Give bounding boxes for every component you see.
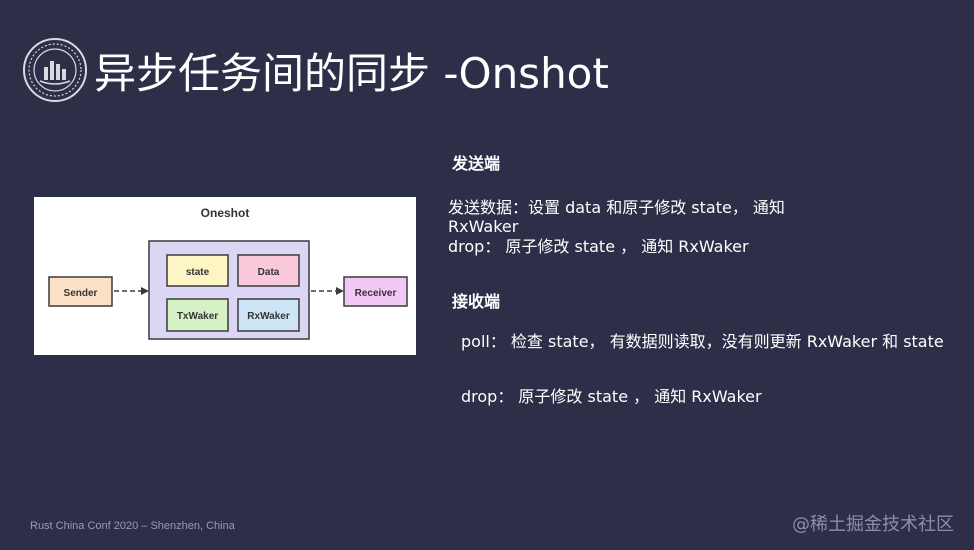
receiver-poll-line: poll： 检查 state， 有数据则读取，没有则更新 RxWaker 和 s…: [461, 332, 944, 351]
state-label: state: [186, 267, 210, 278]
sender-heading: 发送端: [452, 154, 501, 173]
sender-box: [48, 276, 113, 307]
txwaker-label: TxWaker: [177, 311, 218, 322]
receiver-arrow-head: [336, 287, 344, 295]
sender-label: Sender: [64, 288, 98, 299]
receiver-drop-line: drop： 原子修改 state ， 通知 RxWaker: [461, 387, 762, 406]
rxwaker-cell: [237, 298, 300, 332]
sender-send-line-1: 发送数据：设置 data 和原子修改 state， 通知: [448, 198, 785, 217]
data-label: Data: [258, 267, 280, 278]
txwaker-cell: [166, 298, 229, 332]
watermark: @稀土掘金技术社区: [792, 514, 954, 535]
diagram-title: Oneshot: [201, 206, 250, 220]
receiver-heading: 接收端: [452, 292, 501, 311]
slide-footer: Rust China Conf 2020 – Shenzhen, China: [30, 520, 235, 532]
oneshot-diagram: Oneshot state Data TxWaker RxWaker Sende…: [34, 197, 416, 355]
conference-logo-icon: [22, 37, 88, 103]
sender-arrow-head: [141, 287, 149, 295]
receiver-label: Receiver: [355, 288, 397, 299]
receiver-box: [343, 276, 408, 307]
sender-send-line-2: RxWaker: [448, 217, 519, 236]
data-cell: [237, 254, 300, 287]
rxwaker-label: RxWaker: [247, 311, 290, 322]
sender-drop-line: drop： 原子修改 state ， 通知 RxWaker: [448, 237, 749, 256]
state-cell: [166, 254, 229, 287]
slide-title: 异步任务间的同步 -Onshot: [94, 49, 609, 98]
